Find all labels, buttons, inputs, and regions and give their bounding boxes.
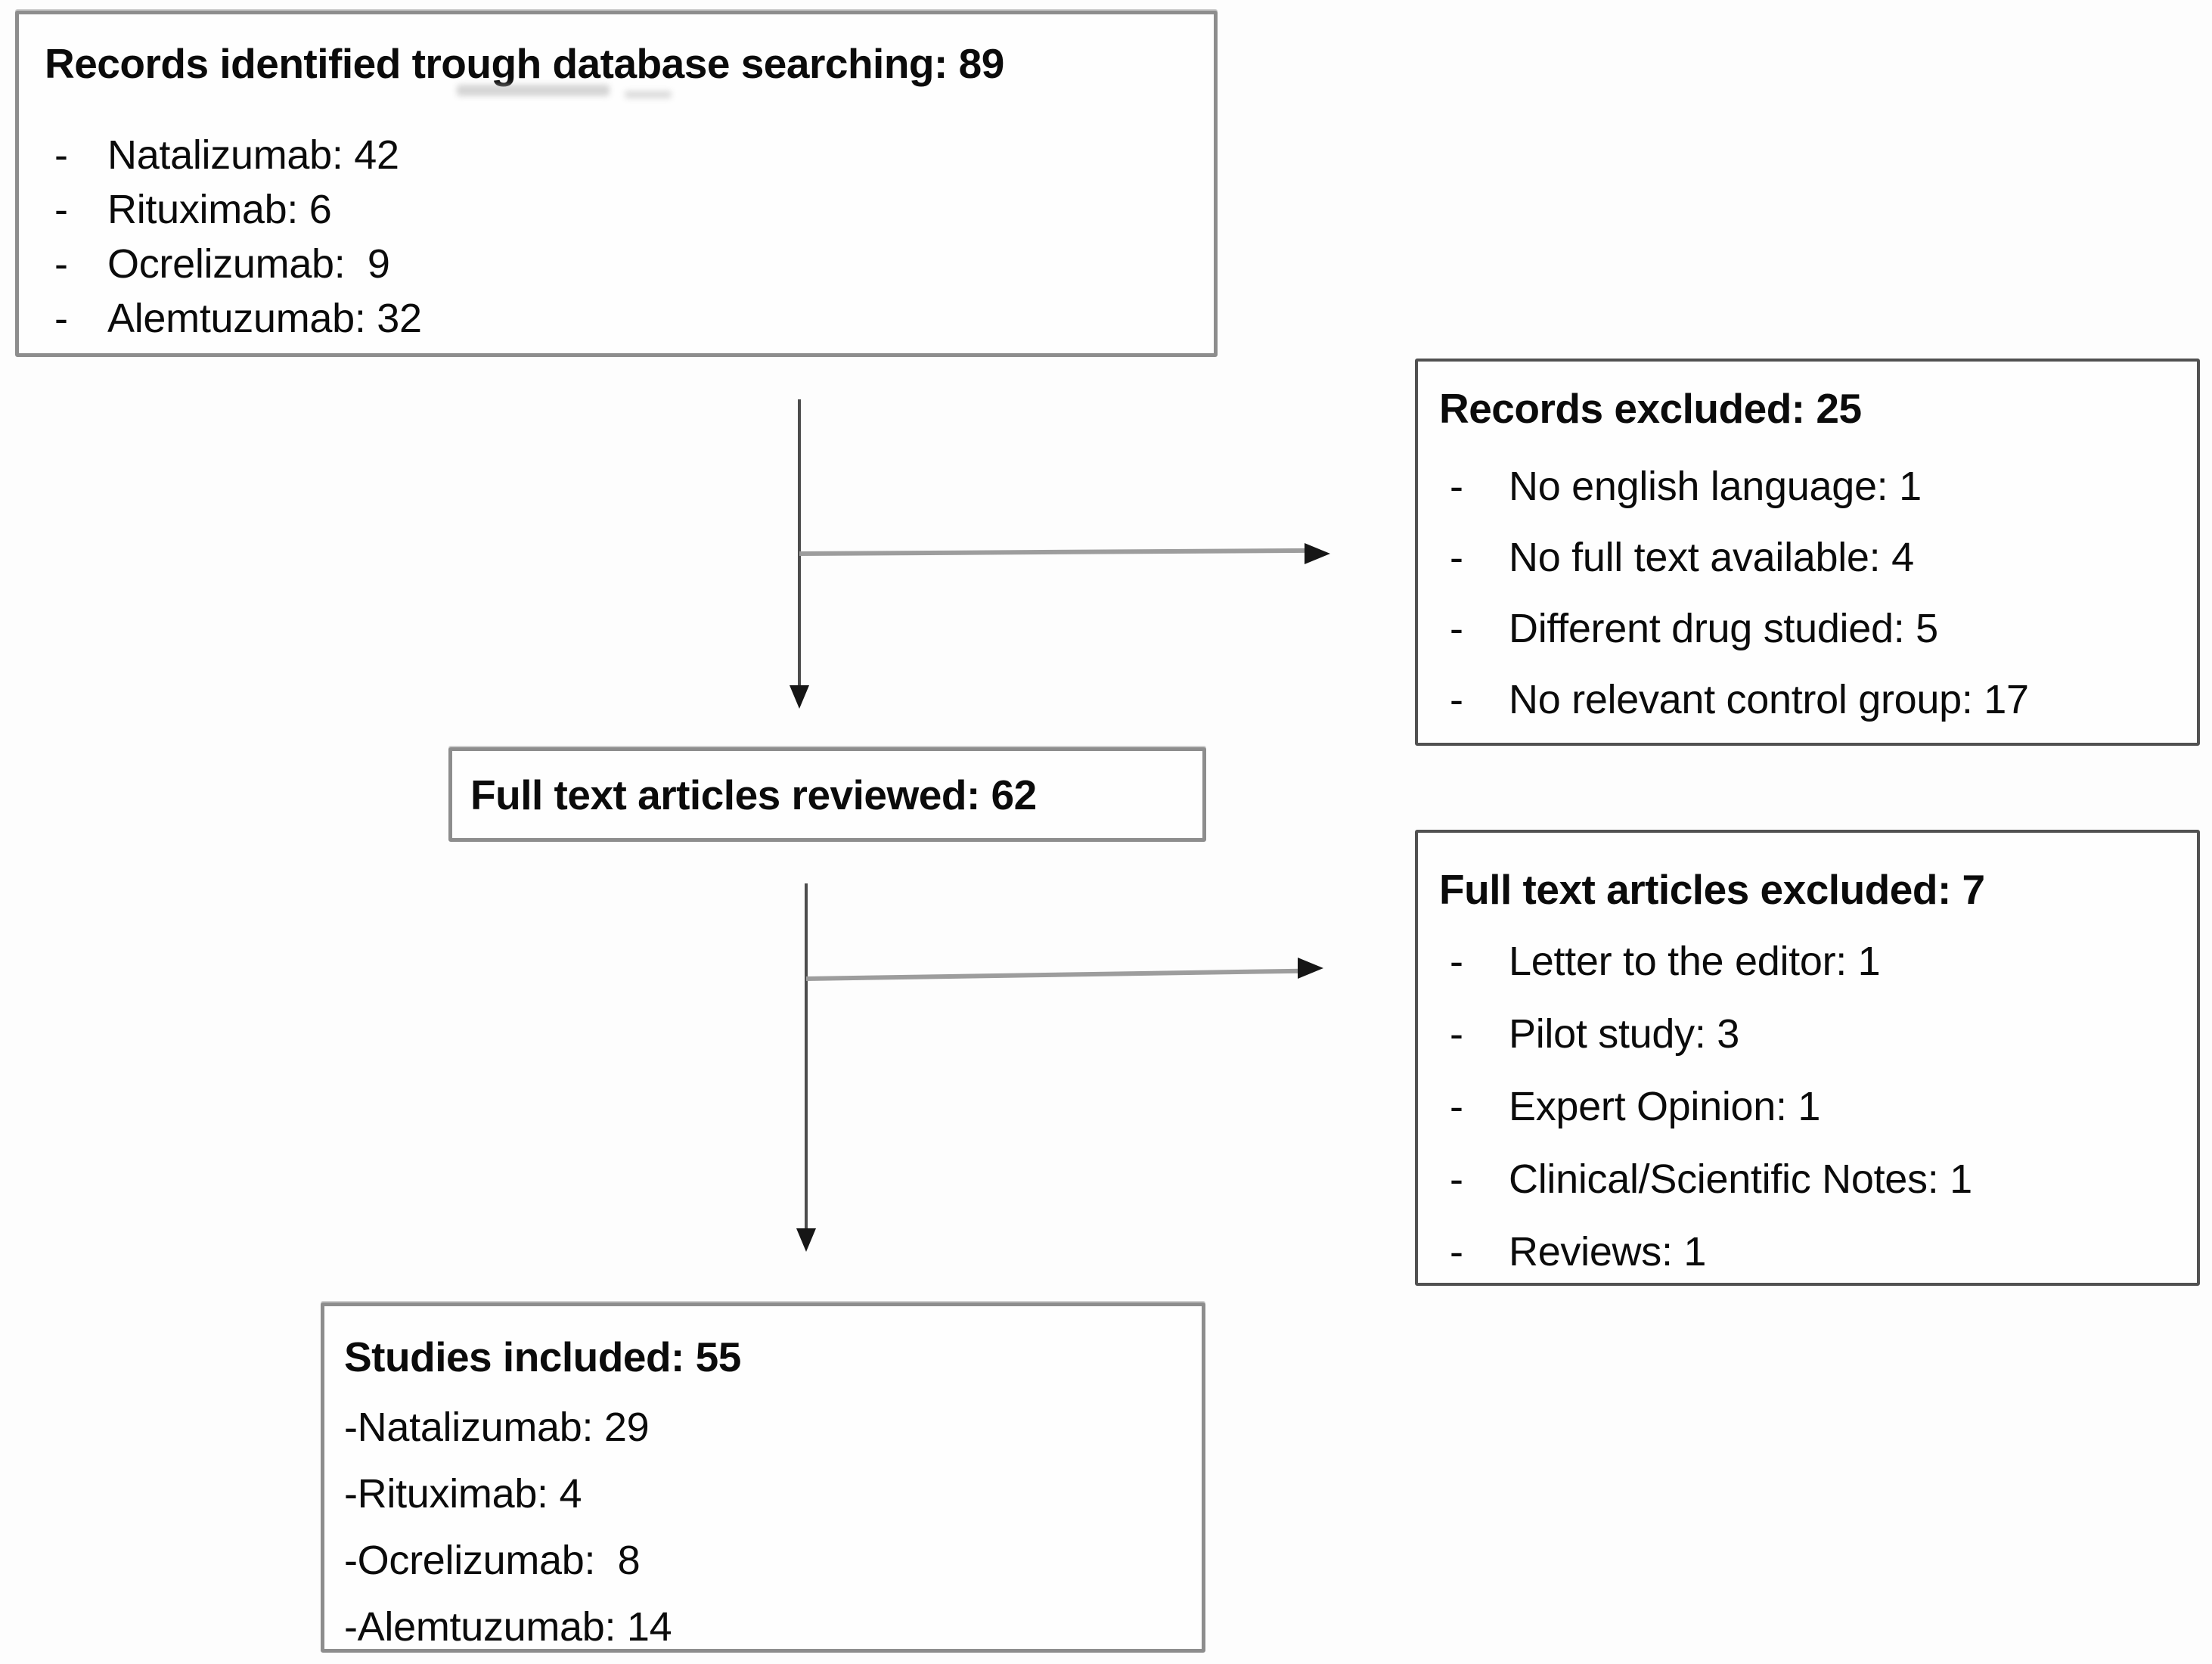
list-item: - No english language: 1 [1439, 451, 2186, 522]
list-item-label: No full text available: 4 [1509, 535, 1914, 580]
scan-smudge [457, 85, 610, 96]
bullet-dash: - [54, 187, 68, 232]
records-excluded-box: Records excluded: 25 - No english langua… [1415, 359, 2200, 746]
fulltext-excluded-title: Full text articles excluded: 7 [1439, 866, 1985, 913]
list-item-label: No english language: 1 [1509, 464, 1922, 509]
list-item-label: Rituximab: 6 [107, 187, 332, 232]
bullet-dash: - [1450, 535, 1463, 580]
flow-line-vertical-1 [798, 399, 801, 687]
bullet-dash: - [1450, 1084, 1463, 1129]
arrow-down-icon [796, 1228, 816, 1252]
flow-line-branch-1 [799, 548, 1308, 556]
list-item-label: -Ocrelizumab: 8 [344, 1538, 641, 1583]
bullet-dash: - [1450, 606, 1463, 651]
records-identified-title: Records identified trough database searc… [45, 40, 1004, 87]
list-item: - Natalizumab: 42 [45, 128, 1199, 182]
records-identified-list: - Natalizumab: 42 - Rituximab: 6 - Ocrel… [45, 128, 1199, 346]
list-item: - No full text available: 4 [1439, 522, 2186, 593]
records-excluded-list: - No english language: 1 - No full text … [1439, 451, 2186, 735]
studies-included-list: -Natalizumab: 29 -Rituximab: 4 -Ocrelizu… [344, 1394, 1191, 1660]
bullet-dash: - [1450, 464, 1463, 509]
list-item: - Different drug studied: 5 [1439, 593, 2186, 664]
list-item-label: Reviews: 1 [1509, 1229, 1707, 1274]
list-item: -Rituximab: 4 [344, 1461, 1191, 1527]
studies-included-title: Studies included: 55 [344, 1333, 741, 1380]
list-item: -Alemtuzumab: 14 [344, 1594, 1191, 1660]
list-item-label: Pilot study: 3 [1509, 1011, 1739, 1057]
bullet-dash: - [54, 296, 68, 341]
list-item-label: Natalizumab: 42 [107, 132, 399, 178]
arrow-down-icon [790, 685, 809, 709]
bullet-dash: - [1450, 1156, 1463, 1202]
list-item: - Reviews: 1 [1439, 1215, 2186, 1288]
list-item-label: Letter to the editor: 1 [1509, 939, 1881, 984]
list-item: - Letter to the editor: 1 [1439, 925, 2186, 998]
list-item-label: Different drug studied: 5 [1509, 606, 1938, 651]
bullet-dash: - [1450, 677, 1463, 722]
scan-smudge [625, 91, 672, 98]
bullet-dash: - [54, 241, 68, 287]
bullet-dash: - [1450, 939, 1463, 984]
list-item: - Ocrelizumab: 9 [45, 237, 1199, 291]
list-item-label: Clinical/Scientific Notes: 1 [1509, 1156, 1972, 1202]
list-item-label: Ocrelizumab: 9 [107, 241, 390, 287]
flow-line-vertical-2 [805, 883, 808, 1230]
list-item: - Expert Opinion: 1 [1439, 1070, 2186, 1143]
list-item-label: No relevant control group: 17 [1509, 677, 2029, 722]
list-item: - Rituximab: 6 [45, 182, 1199, 237]
bullet-dash: - [54, 132, 68, 178]
fulltext-reviewed-box: Full text articles reviewed: 62 [448, 747, 1206, 842]
bullet-dash: - [1450, 1011, 1463, 1057]
fulltext-excluded-box: Full text articles excluded: 7 - Letter … [1415, 830, 2200, 1286]
records-identified-box: Records identified trough database searc… [15, 11, 1218, 357]
arrow-right-icon [1305, 543, 1330, 564]
list-item-label: -Rituximab: 4 [344, 1471, 582, 1517]
list-item: - Alemtuzumab: 32 [45, 291, 1199, 346]
bullet-dash: - [1450, 1229, 1463, 1274]
studies-included-box: Studies included: 55 -Natalizumab: 29 -R… [321, 1302, 1205, 1653]
list-item-label: Alemtuzumab: 32 [107, 296, 422, 341]
list-item-label: Expert Opinion: 1 [1509, 1084, 1821, 1129]
records-excluded-title: Records excluded: 25 [1439, 385, 1862, 432]
list-item: -Ocrelizumab: 8 [344, 1527, 1191, 1594]
fulltext-excluded-list: - Letter to the editor: 1 - Pilot study:… [1439, 925, 2186, 1288]
list-item: - No relevant control group: 17 [1439, 664, 2186, 735]
arrow-right-icon [1298, 958, 1323, 979]
flow-line-branch-2 [805, 968, 1301, 981]
list-item: - Pilot study: 3 [1439, 998, 2186, 1070]
list-item: -Natalizumab: 29 [344, 1394, 1191, 1461]
list-item: - Clinical/Scientific Notes: 1 [1439, 1143, 2186, 1215]
list-item-label: -Alemtuzumab: 14 [344, 1604, 672, 1650]
fulltext-reviewed-title: Full text articles reviewed: 62 [470, 771, 1037, 818]
list-item-label: -Natalizumab: 29 [344, 1405, 650, 1450]
